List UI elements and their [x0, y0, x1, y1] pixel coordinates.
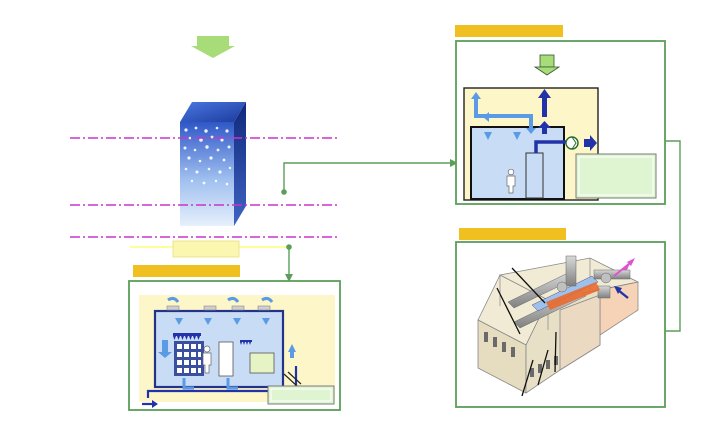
room-down-arrows — [484, 132, 521, 140]
connector-tower-to-top-right — [283, 162, 450, 192]
bottom-right-label-bar — [459, 228, 566, 240]
connector-dot — [281, 189, 287, 195]
top-right-label-bar — [455, 25, 563, 37]
green-equipment — [249, 352, 275, 374]
small-machine-filter — [240, 340, 252, 345]
leader-lines — [496, 267, 557, 397]
exhaust-duct — [534, 140, 570, 153]
exhaust-arrow-icon — [613, 258, 635, 277]
bottom-left-inlet-arrow — [152, 400, 158, 408]
supply-left-arrow — [483, 112, 489, 122]
exhaust-slant-lines — [283, 371, 302, 387]
connector-arrowhead — [285, 274, 293, 282]
filter-tower — [180, 102, 246, 226]
exhaust-right-arrow — [584, 135, 597, 151]
cleanroom-worker-icon — [202, 345, 212, 374]
exhaust-up-arrows — [538, 89, 551, 134]
connector-arrowhead — [450, 159, 458, 167]
return-air-arrows — [158, 340, 296, 390]
equipment-rack — [174, 341, 204, 376]
supply-up-arrow — [471, 92, 481, 99]
comb-filter — [173, 333, 201, 340]
cleanroom-worker-icon — [506, 168, 516, 194]
supply-down-arrow — [526, 128, 536, 134]
supply-duct — [474, 95, 533, 129]
ceiling-filters — [166, 305, 271, 311]
orange-airflow-arrow — [546, 282, 600, 310]
process-tool — [525, 152, 544, 199]
downflow-arrows — [175, 318, 270, 325]
connector-dot — [286, 244, 292, 250]
top-green-arrow-icon — [191, 36, 235, 58]
ceiling-curved-arrows — [167, 296, 274, 303]
tower-base — [130, 240, 290, 258]
dashed-level-lines — [70, 137, 340, 238]
top-right-note-box — [575, 153, 657, 199]
intake-arrow-icon — [614, 286, 629, 299]
fan-icon — [565, 136, 579, 150]
bottom-left-note-inner — [270, 388, 332, 402]
process-machine — [218, 341, 234, 377]
top-right-green-arrow-icon — [533, 54, 561, 76]
bottom-left-label-bar — [133, 265, 240, 277]
bottom-left-note-box — [267, 385, 335, 405]
top-right-note-inner — [578, 156, 654, 196]
